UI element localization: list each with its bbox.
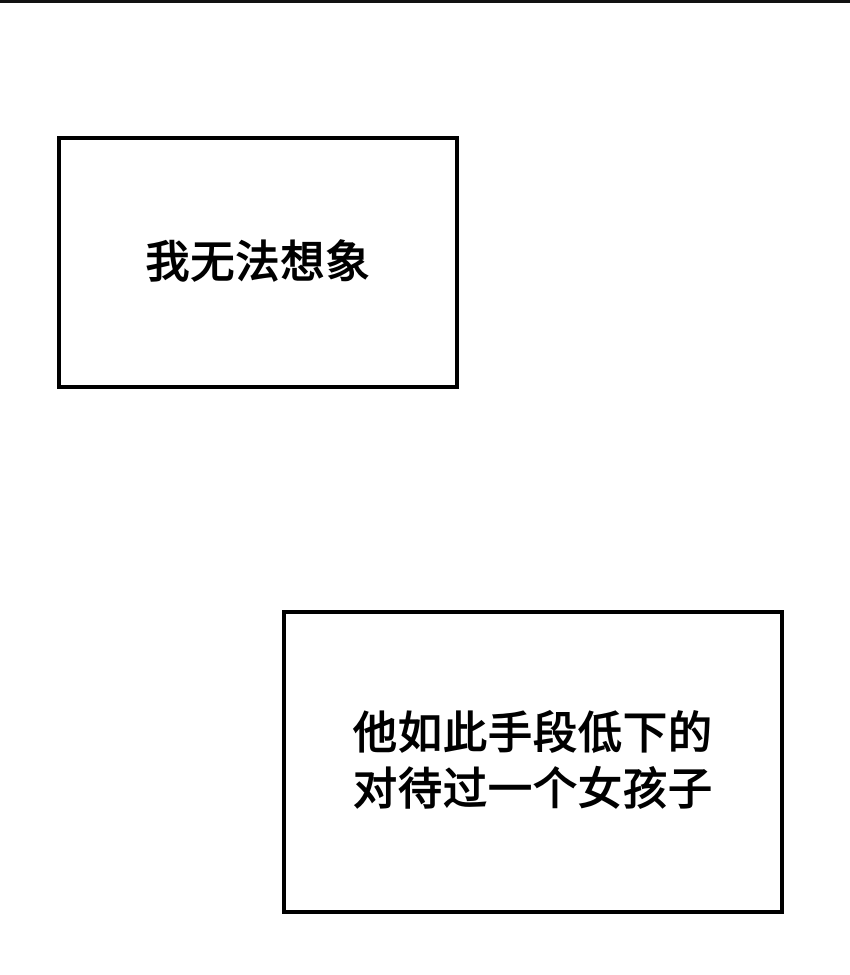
caption-2-line-2: 对待过一个女孩子 bbox=[353, 764, 713, 815]
caption-1-text: 我无法想象 bbox=[146, 235, 371, 291]
top-border-line bbox=[0, 0, 850, 3]
caption-2-text: 他如此手段低下的 对待过一个女孩子 bbox=[353, 706, 713, 818]
caption-box-1: 我无法想象 bbox=[57, 136, 459, 389]
caption-box-2: 他如此手段低下的 对待过一个女孩子 bbox=[282, 610, 784, 914]
caption-1-line-1: 我无法想象 bbox=[145, 236, 371, 288]
caption-2-line-1: 他如此手段低下的 bbox=[353, 708, 713, 759]
